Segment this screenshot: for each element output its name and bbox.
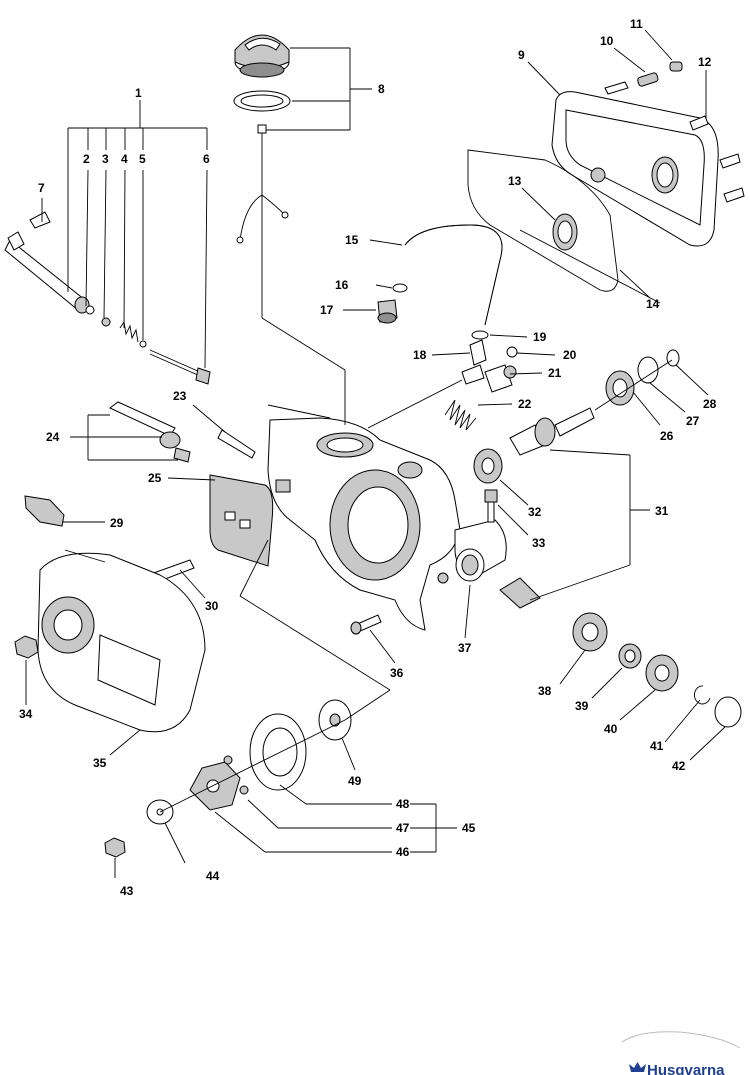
callout-15: 15 [345, 233, 359, 247]
callout-17: 17 [320, 303, 334, 317]
part-24-stud [109, 401, 191, 463]
callout-27: 27 [686, 414, 700, 428]
callout-23: 23 [173, 389, 187, 403]
part-15-hose [404, 224, 503, 326]
brand-name: Husqvarna [647, 1062, 725, 1075]
callout-46: 46 [396, 845, 410, 859]
crown-icon [629, 1062, 646, 1072]
part-22-spring [444, 399, 477, 431]
callout-37: 37 [458, 641, 472, 655]
callout-2: 2 [83, 152, 90, 166]
callout-43: 43 [120, 884, 134, 898]
callout-12: 12 [698, 55, 712, 69]
callout-4: 4 [121, 152, 128, 166]
callout-22: 22 [518, 397, 532, 411]
callout-31: 31 [655, 504, 669, 518]
part-1-shaft-assembly [4, 211, 211, 385]
part-28-ring [666, 349, 680, 367]
part-14-gasket [467, 149, 619, 292]
callout-5: 5 [139, 152, 146, 166]
callout-36: 36 [390, 666, 404, 680]
callout-44: 44 [206, 869, 220, 883]
callout-49: 49 [348, 774, 362, 788]
callout-8: 8 [378, 82, 385, 96]
part-21-valve [484, 364, 517, 393]
part-26-bearing [605, 370, 635, 406]
brand-logo: Husqvarna [621, 1031, 741, 1075]
part-17-filter [377, 299, 398, 324]
callout-7: 7 [38, 181, 45, 195]
gear-housing [267, 417, 507, 631]
part-23-clip [217, 429, 256, 459]
part-38-bearing [572, 612, 608, 652]
callout-28: 28 [703, 397, 717, 411]
part-42-ring [714, 696, 742, 728]
callout-48: 48 [396, 797, 410, 811]
part-40-bearing [645, 654, 679, 692]
part-36-bolt [350, 614, 382, 635]
part-43-nut [104, 837, 126, 858]
callout-3: 3 [102, 152, 109, 166]
callout-29: 29 [110, 516, 124, 530]
part-27-ring [637, 356, 659, 384]
part-49-washer [318, 699, 352, 741]
part-35-cover [37, 552, 206, 733]
part-31-pinion [499, 407, 595, 609]
callout-20: 20 [563, 348, 577, 362]
callout-39: 39 [575, 699, 589, 713]
callout-18: 18 [413, 348, 427, 362]
callout-33: 33 [532, 536, 546, 550]
part-46-hub [189, 761, 241, 811]
callout-38: 38 [538, 684, 552, 698]
part-8-filler-cap [233, 34, 291, 244]
part-18-fitting [461, 339, 487, 385]
part-47-rollers [223, 755, 249, 795]
callout-30: 30 [205, 599, 219, 613]
part-39-spacer [618, 643, 642, 669]
callout-10: 10 [600, 34, 614, 48]
callout-41: 41 [650, 739, 664, 753]
callout-1: 1 [135, 86, 142, 100]
callout-21: 21 [548, 366, 562, 380]
part-34-nut [14, 635, 39, 659]
callout-45: 45 [462, 821, 476, 835]
part-33-bolt [484, 489, 498, 523]
callout-6: 6 [203, 152, 210, 166]
callout-35: 35 [93, 756, 107, 770]
part-41-circlip [694, 685, 711, 705]
callout-labels: 1 2 3 4 5 6 7 8 9 10 11 12 13 14 15 16 1… [19, 17, 717, 898]
callout-24: 24 [46, 430, 60, 444]
callout-40: 40 [604, 722, 618, 736]
callout-14: 14 [646, 297, 660, 311]
leader-lines [25, 29, 726, 878]
part-13-seal [552, 213, 578, 251]
part-9-cover [551, 61, 745, 247]
part-19-clamp [471, 330, 489, 340]
callout-42: 42 [672, 759, 686, 773]
part-32-bearing [473, 448, 503, 484]
part-16-clamp [392, 283, 408, 293]
callout-47: 47 [396, 821, 410, 835]
callout-11: 11 [630, 17, 643, 31]
callout-13: 13 [508, 174, 522, 188]
part-20-oring [506, 346, 518, 358]
callout-19: 19 [533, 330, 547, 344]
callout-26: 26 [660, 429, 674, 443]
callout-9: 9 [518, 48, 525, 62]
callout-25: 25 [148, 471, 162, 485]
part-29-bracket [24, 495, 65, 527]
callout-32: 32 [528, 505, 542, 519]
callout-16: 16 [335, 278, 349, 292]
callout-34: 34 [19, 707, 33, 721]
part-25-guide-plate [209, 474, 274, 567]
part-48-drum [249, 713, 307, 791]
